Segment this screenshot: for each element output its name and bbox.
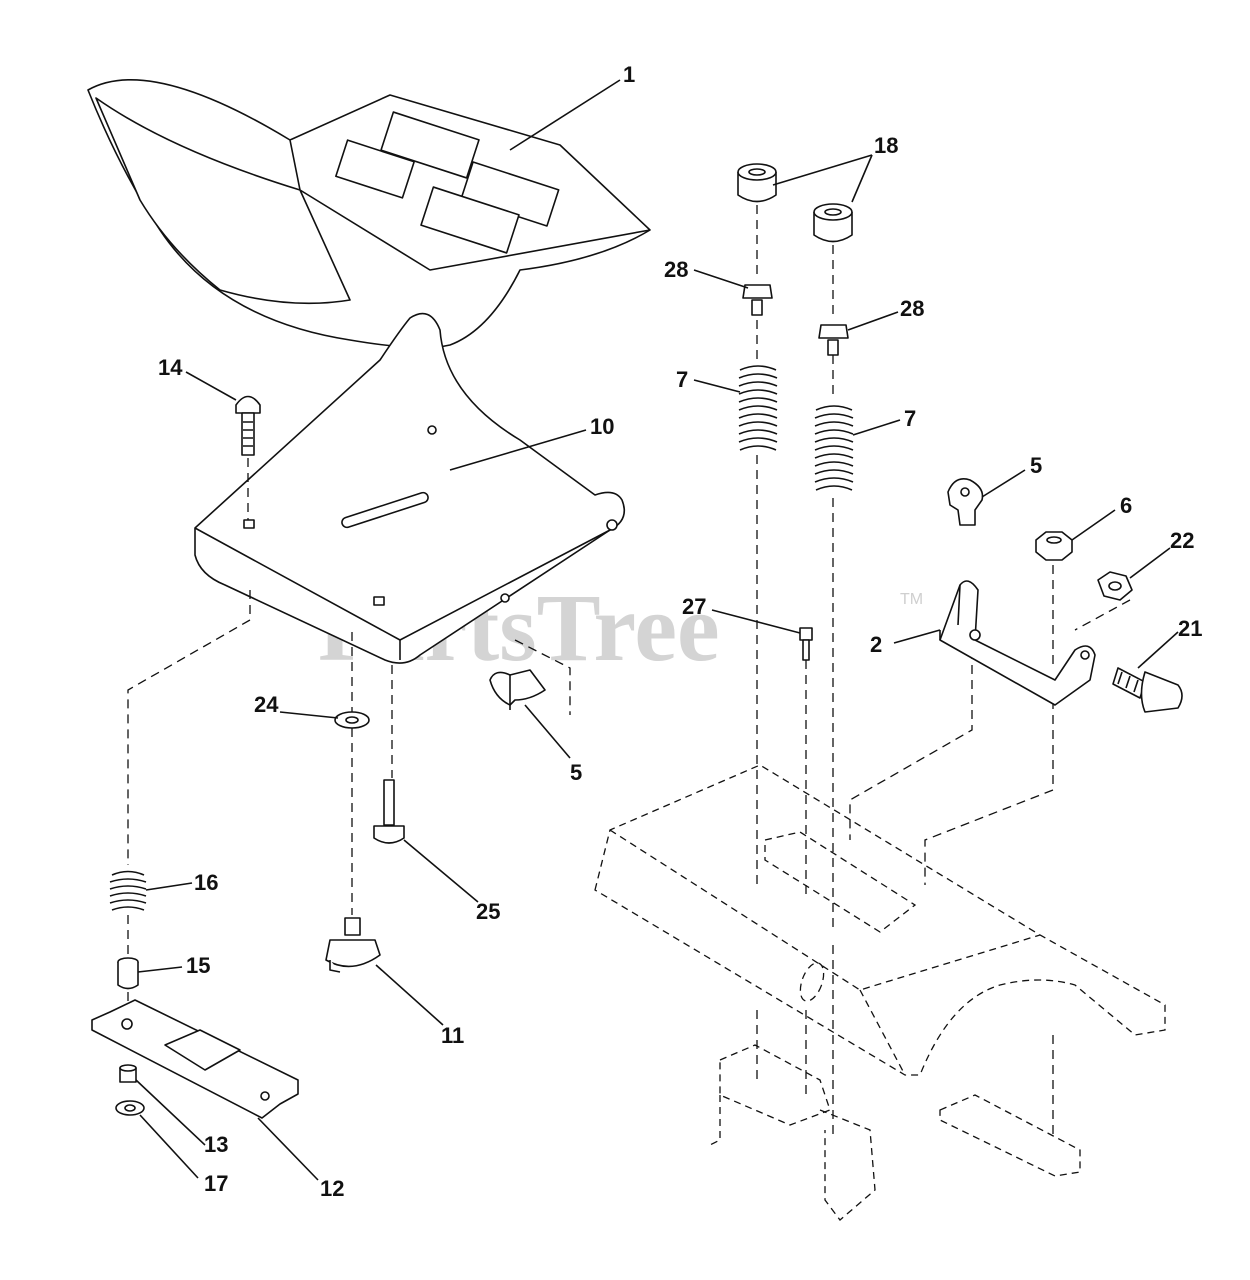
callout-12: 12 (320, 1176, 344, 1201)
screw-27[interactable] (799, 627, 813, 661)
leader-lines (135, 79, 1179, 1181)
callout-6: 6 (1120, 493, 1132, 518)
knob-11[interactable] (325, 917, 381, 973)
dashline-5-left (514, 639, 571, 715)
callout-16: 16 (194, 870, 218, 895)
spring-16[interactable] (109, 870, 147, 911)
callout-7-right: 7 (904, 406, 916, 431)
carriage-bolt-14[interactable] (235, 395, 261, 456)
callout-17: 17 (204, 1171, 228, 1196)
frame-outline (594, 764, 1166, 1221)
callout-18: 18 (874, 133, 898, 158)
callout-13: 13 (204, 1132, 228, 1157)
callout-5-left: 5 (570, 760, 582, 785)
bolt-21[interactable] (1112, 667, 1183, 713)
callout-27: 27 (682, 594, 706, 619)
seat-pan-part[interactable] (194, 312, 626, 664)
callout-21: 21 (1178, 616, 1202, 641)
spacer-18-left[interactable] (737, 163, 777, 203)
spring-7-right[interactable] (814, 405, 854, 491)
nut-22[interactable] (1097, 571, 1133, 601)
callout-2: 2 (870, 632, 882, 657)
bracket-12[interactable] (91, 999, 299, 1119)
fitting-28-right[interactable] (818, 324, 849, 356)
callout-28-left: 28 (664, 257, 688, 282)
seat-part[interactable] (87, 79, 651, 349)
callout-24: 24 (254, 692, 279, 717)
nut-13[interactable] (119, 1064, 137, 1083)
nut-6[interactable] (1035, 531, 1073, 561)
dashline-6 (924, 565, 1054, 885)
callout-5-right: 5 (1030, 453, 1042, 478)
callout-7-left: 7 (676, 367, 688, 392)
spacer-18-right[interactable] (813, 203, 853, 243)
dashline-2 (849, 650, 973, 840)
clip-5-right[interactable] (947, 478, 984, 526)
callout-14: 14 (158, 355, 183, 380)
callout-22: 22 (1170, 528, 1194, 553)
watermark-trademark: TM (900, 591, 923, 608)
washer-24[interactable] (334, 711, 370, 729)
spacer-15[interactable] (117, 957, 139, 990)
fitting-28-left[interactable] (742, 284, 773, 316)
callout-15: 15 (186, 953, 210, 978)
dashline-lower (756, 945, 1054, 1140)
dashline-22 (1074, 599, 1131, 631)
clip-5-left[interactable] (489, 669, 546, 710)
callout-10: 10 (590, 414, 614, 439)
bracket-2[interactable] (939, 580, 1096, 706)
bolt-25[interactable] (373, 779, 405, 844)
callout-25: 25 (476, 899, 500, 924)
spring-7-left[interactable] (738, 365, 778, 451)
callout-1: 1 (623, 62, 635, 87)
washer-17[interactable] (115, 1100, 145, 1116)
dashline-16 (127, 590, 251, 865)
callout-28-right: 28 (900, 296, 924, 321)
callout-11: 11 (441, 1023, 464, 1048)
